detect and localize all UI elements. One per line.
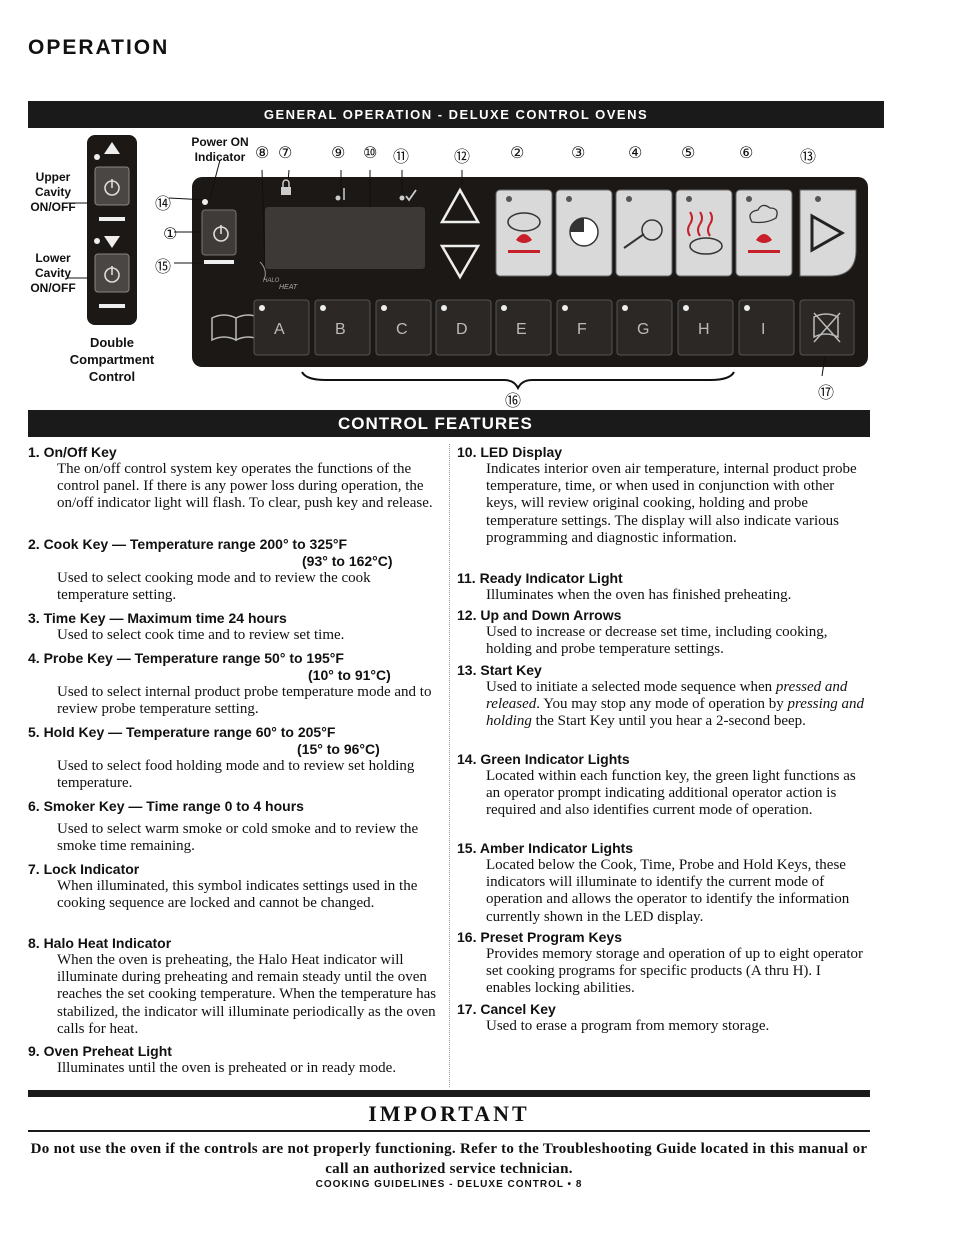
cancel-key[interactable] xyxy=(799,299,855,356)
svg-text:B: B xyxy=(335,321,346,338)
important-warning-text: Do not use the oven if the controls are … xyxy=(30,1141,868,1177)
halo-heat-logo-top: HALO xyxy=(263,278,280,284)
deluxe-control-panel: HALO HEAT xyxy=(168,160,868,391)
important-bottom-rule xyxy=(28,1130,870,1132)
feature-item-14: 14. Green Indicator Lights Located withi… xyxy=(457,751,856,819)
section-header-control-features: CONTROL FEATURES xyxy=(28,410,870,437)
preset-key-e[interactable]: E xyxy=(495,299,552,356)
feature-item-4: 4. Probe Key — Temperature range 50° to … xyxy=(28,650,432,718)
svg-text:F: F xyxy=(577,321,587,338)
preset-key-c[interactable]: C xyxy=(375,299,432,356)
feature-item-10: 10. LED Display Indicates interior oven … xyxy=(457,444,857,546)
callout-1: ① xyxy=(163,224,178,243)
callout-6: ⑥ xyxy=(739,143,754,162)
preset-key-b[interactable]: B xyxy=(314,299,371,356)
feature-item-12: 12. Up and Down Arrows Used to increase … xyxy=(457,607,828,658)
callout-14: ⑭ xyxy=(155,194,172,213)
callout-5: ⑤ xyxy=(681,143,696,162)
svg-text:A: A xyxy=(274,321,285,338)
callout-13: ⑬ xyxy=(800,147,817,166)
preset-key-g[interactable]: G xyxy=(616,299,673,356)
feature-item-11: 11. Ready Indicator Light Illuminates wh… xyxy=(457,570,792,603)
callout-12: ⑫ xyxy=(454,147,471,166)
feature-item-3: 3. Time Key — Maximum time 24 hours Used… xyxy=(28,610,345,643)
callout-11: ⑪ xyxy=(393,147,410,166)
page-footer: COOKING GUIDELINES - DELUXE CONTROL • 8 xyxy=(315,1179,583,1190)
callout-7: ⑦ xyxy=(278,143,293,162)
halo-heat-logo-bottom: HEAT xyxy=(279,284,298,291)
feature-item-7: 7. Lock Indicator When illuminated, this… xyxy=(28,861,418,912)
feature-item-5: 5. Hold Key — Temperature range 60° to 2… xyxy=(28,724,415,792)
feature-item-15: 15. Amber Indicator Lights Located below… xyxy=(457,840,850,925)
callout-3: ③ xyxy=(571,143,586,162)
feature-item-6: 6. Smoker Key — Time range 0 to 4 hours … xyxy=(28,798,419,855)
cavity-leader-lines xyxy=(68,202,88,279)
svg-text:E: E xyxy=(516,321,527,338)
svg-text:I: I xyxy=(761,321,765,338)
important-top-rule xyxy=(28,1090,870,1097)
double-compartment-control xyxy=(87,135,137,325)
section-header-general-operation: GENERAL OPERATION - DELUXE CONTROL OVENS xyxy=(28,101,884,128)
feature-item-17: 17. Cancel Key Used to erase a program f… xyxy=(457,1001,770,1034)
preset-key-i[interactable]: I xyxy=(738,299,795,356)
feature-item-2: 2. Cook Key — Temperature range 200° to … xyxy=(28,536,393,604)
important-heading: IMPORTANT xyxy=(368,1101,530,1126)
hold-key[interactable] xyxy=(675,189,733,277)
svg-text:D: D xyxy=(456,321,468,338)
feature-item-1: 1. On/Off Key The on/off control system … xyxy=(28,444,433,512)
page-title: OPERATION xyxy=(28,36,170,59)
callout-9: ⑨ xyxy=(331,143,346,162)
callout-4: ④ xyxy=(628,143,643,162)
svg-text:G: G xyxy=(637,321,649,338)
preset-key-a[interactable]: A xyxy=(253,299,310,356)
feature-item-8: 8. Halo Heat Indicator When the oven is … xyxy=(28,935,437,1037)
column-divider xyxy=(449,444,450,1087)
callout-16: ⑯ xyxy=(505,391,522,410)
preset-key-d[interactable]: D xyxy=(435,299,492,356)
time-key[interactable] xyxy=(555,189,613,277)
start-key[interactable] xyxy=(799,189,857,277)
callout-10: ⑩ xyxy=(363,143,378,162)
callout-2: ② xyxy=(510,143,525,162)
preset-key-f[interactable]: F xyxy=(556,299,613,356)
feature-item-13: 13. Start Key Used to initiate a selecte… xyxy=(457,662,865,730)
callout-15: ⑮ xyxy=(155,257,172,276)
svg-text:C: C xyxy=(396,321,408,338)
svg-text:H: H xyxy=(698,321,710,338)
feature-item-16: 16. Preset Program Keys Provides memory … xyxy=(457,929,863,997)
probe-key[interactable] xyxy=(615,189,673,277)
cook-key[interactable] xyxy=(495,189,553,277)
callout-8: ⑧ xyxy=(255,143,270,162)
preset-key-h[interactable]: H xyxy=(677,299,734,356)
callout-17: ⑰ xyxy=(818,383,835,402)
smoker-key[interactable] xyxy=(735,189,793,277)
feature-item-9: 9. Oven Preheat Light Illuminates until … xyxy=(28,1043,397,1076)
